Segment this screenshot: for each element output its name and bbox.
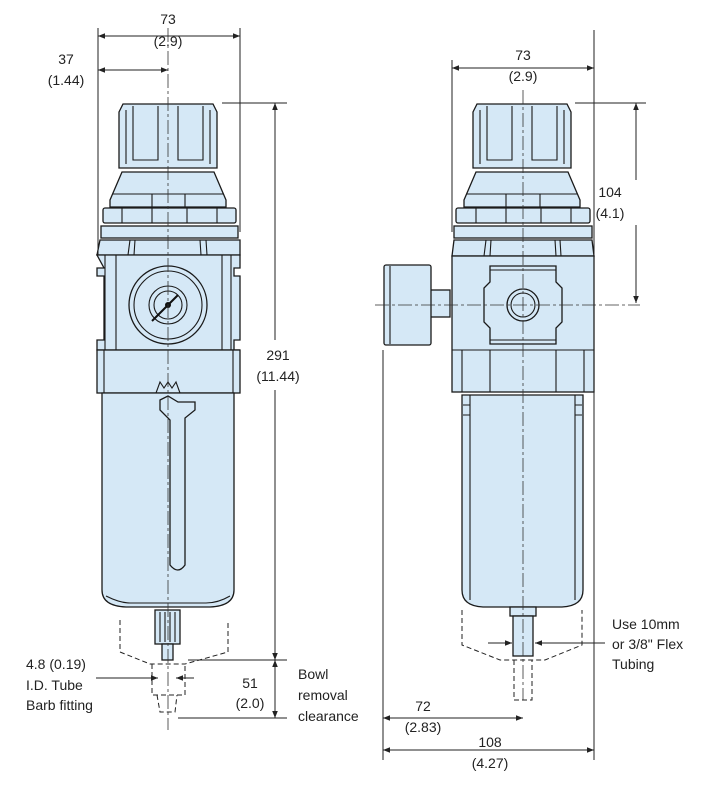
clearance-label-1: Bowl — [298, 666, 328, 682]
side-width-mm: 73 — [515, 47, 531, 63]
front-view-unit — [95, 28, 241, 730]
clearance-label-3: clearance — [298, 708, 359, 724]
overall-depth-mm: 108 — [478, 734, 502, 750]
front-offset-in: (1.44) — [48, 72, 85, 88]
side-view-unit — [375, 90, 640, 701]
gauge-offset-mm: 72 — [415, 698, 431, 714]
gauge-offset-in: (2.83) — [405, 719, 442, 735]
tubing-label-3: Tubing — [612, 656, 654, 672]
front-height-in: (11.44) — [256, 368, 299, 384]
sight-window — [159, 395, 196, 571]
front-offset-mm: 37 — [58, 51, 74, 67]
clearance-label-2: removal — [298, 687, 348, 703]
clearance-in: (2.0) — [236, 695, 265, 711]
side-width-in: (2.9) — [509, 68, 538, 84]
front-width-in: (2.9) — [154, 33, 183, 49]
front-height-mm: 291 — [266, 347, 290, 363]
tubing-label-2: or 3/8" Flex — [612, 636, 683, 652]
gauge-stem — [429, 289, 451, 318]
drain-valve — [154, 609, 181, 645]
bowl-guard-band — [96, 349, 241, 394]
barb-label-1: 4.8 (0.19) — [26, 656, 86, 672]
front-dimensions: 73 (2.9) 37 (1.44) 291 (11.44) 51 (2.0) … — [26, 11, 359, 724]
filter-bowl-side — [461, 394, 584, 608]
knob-height-in: (4.1) — [596, 205, 625, 221]
adjustment-knob-side — [472, 103, 572, 169]
overall-depth-in: (4.27) — [472, 755, 509, 771]
barb-label-2: I.D. Tube — [26, 677, 83, 693]
bowl-removal-outline — [119, 620, 229, 665]
front-width-mm: 73 — [160, 11, 176, 27]
tubing-label-1: Use 10mm — [612, 616, 680, 632]
adjustment-knob — [118, 103, 218, 169]
side-dimensions: 73 (2.9) 104 (4.1) 72 (2.83) 108 (4.27) … — [382, 30, 683, 771]
barb-label-3: Barb fitting — [26, 697, 93, 713]
knob-height-mm: 104 — [598, 184, 622, 200]
panel-nut — [102, 207, 237, 224]
clearance-mm: 51 — [242, 675, 258, 691]
